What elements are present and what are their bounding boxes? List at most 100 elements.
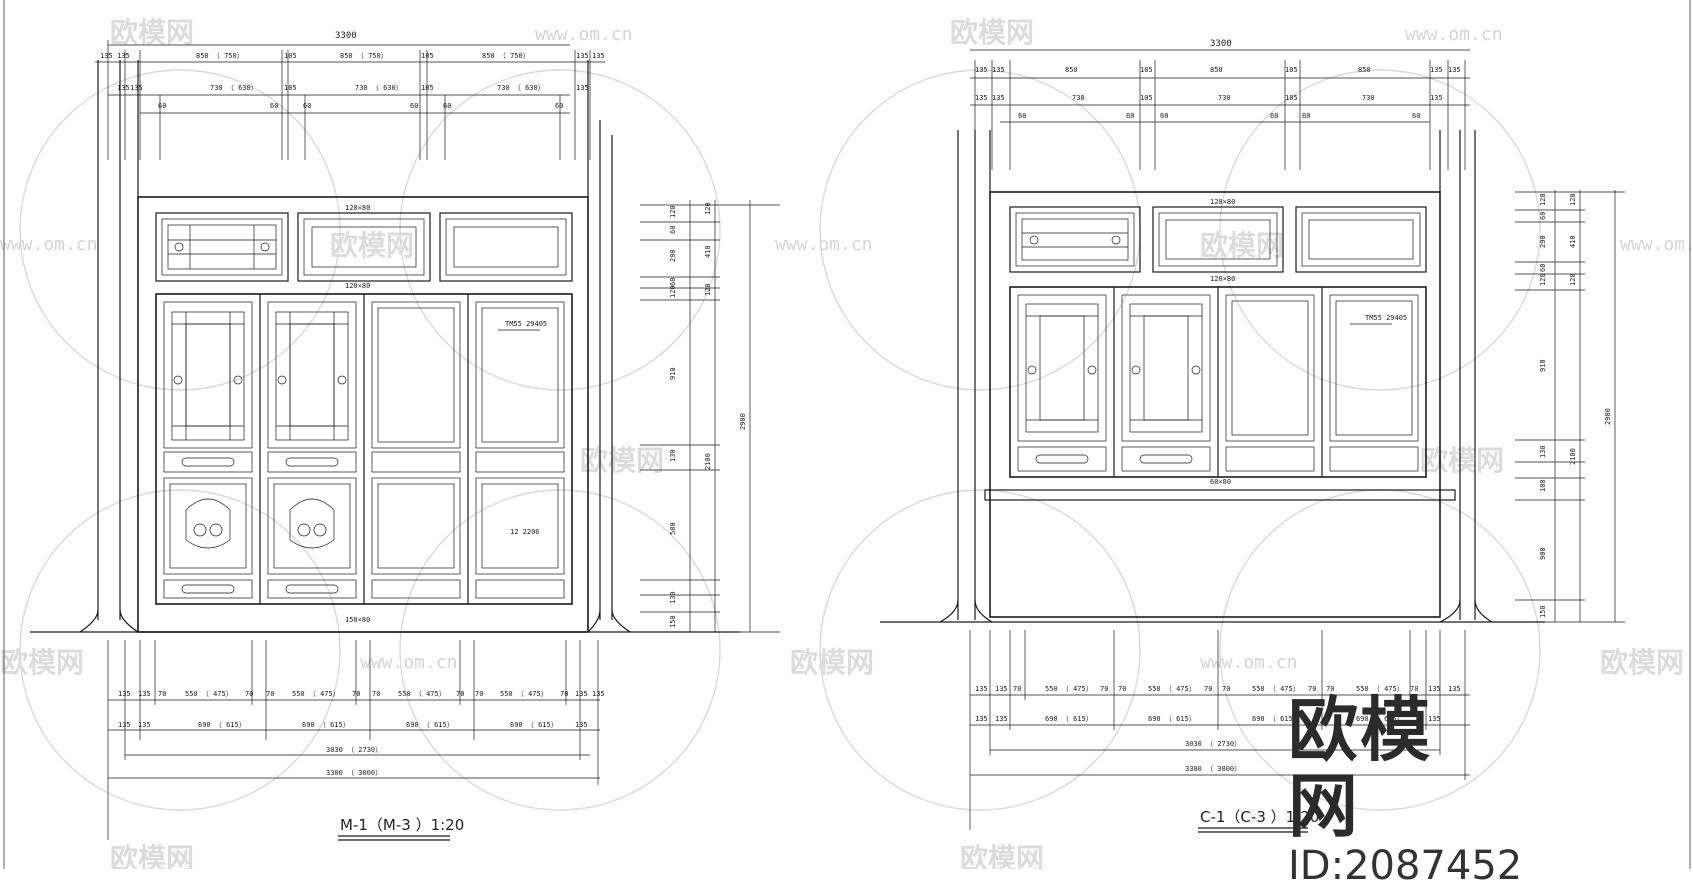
svg-text:欧模网: 欧模网 bbox=[1600, 646, 1684, 679]
svg-text:120: 120 bbox=[704, 283, 712, 296]
svg-text:690 （ 615）: 690 （ 615） bbox=[198, 721, 246, 729]
svg-text:60: 60 bbox=[270, 102, 278, 110]
svg-text:105: 105 bbox=[421, 52, 434, 60]
svg-text:910: 910 bbox=[669, 367, 677, 380]
svg-text:730 （ 630）: 730 （ 630） bbox=[210, 84, 258, 92]
svg-text:60: 60 bbox=[555, 102, 563, 110]
watermark-text: 欧模网 www.om.cn 欧模网 www.om.cn www.om.cn 欧模… bbox=[0, 16, 1693, 869]
svg-text:120: 120 bbox=[1569, 273, 1577, 286]
svg-text:120: 120 bbox=[669, 285, 677, 298]
svg-text:2100: 2100 bbox=[704, 453, 712, 470]
svg-text:135: 135 bbox=[138, 690, 151, 698]
brand-watermark-text: 欧模网 bbox=[1288, 689, 1432, 847]
svg-text:690 （ 615）: 690 （ 615） bbox=[302, 721, 350, 729]
svg-text:730 （ 630）: 730 （ 630） bbox=[497, 84, 545, 92]
svg-text:135: 135 bbox=[575, 721, 588, 729]
svg-text:70: 70 bbox=[266, 690, 274, 698]
svg-text:550 （ 475）: 550 （ 475） bbox=[185, 690, 233, 698]
svg-text:欧模网: 欧模网 bbox=[960, 842, 1044, 869]
svg-text:900: 900 bbox=[1539, 547, 1547, 560]
svg-text:730 （ 630）: 730 （ 630） bbox=[355, 84, 403, 92]
svg-text:60×80: 60×80 bbox=[1210, 478, 1231, 486]
svg-text:910: 910 bbox=[1539, 359, 1547, 372]
svg-text:105: 105 bbox=[1140, 66, 1153, 74]
svg-text:60: 60 bbox=[303, 102, 311, 110]
svg-text:2100: 2100 bbox=[1569, 448, 1577, 465]
svg-text:105: 105 bbox=[421, 84, 434, 92]
svg-text:135: 135 bbox=[992, 94, 1005, 102]
svg-text:135: 135 bbox=[592, 690, 605, 698]
left-top-total: 3300 bbox=[335, 31, 357, 41]
right-top-total: 3300 bbox=[1210, 39, 1232, 49]
svg-text:135: 135 bbox=[975, 715, 988, 723]
svg-text:290: 290 bbox=[669, 249, 677, 262]
svg-text:135: 135 bbox=[1428, 715, 1441, 723]
svg-text:135: 135 bbox=[975, 66, 988, 74]
svg-text:105: 105 bbox=[1140, 94, 1153, 102]
svg-text:135: 135 bbox=[975, 94, 988, 102]
svg-text:60: 60 bbox=[1302, 112, 1310, 120]
svg-text:60: 60 bbox=[1126, 112, 1134, 120]
svg-text:70: 70 bbox=[1222, 685, 1230, 693]
left-door-leaves: TM55 29405 12 2206 150×80 bbox=[155, 293, 573, 624]
svg-text:70: 70 bbox=[456, 690, 464, 698]
svg-text:60: 60 bbox=[669, 278, 677, 286]
brand-watermark: 欧模网 ID:2087452 bbox=[1288, 689, 1522, 888]
svg-text:70: 70 bbox=[1100, 685, 1108, 693]
svg-text:70: 70 bbox=[560, 690, 568, 698]
svg-text:135: 135 bbox=[1430, 94, 1443, 102]
svg-text:欧模网: 欧模网 bbox=[950, 16, 1034, 49]
svg-text:135: 135 bbox=[138, 721, 151, 729]
svg-text:120: 120 bbox=[704, 202, 712, 215]
left-bottom-dimensions bbox=[107, 640, 600, 840]
svg-text:105: 105 bbox=[284, 84, 297, 92]
svg-text:135: 135 bbox=[117, 84, 130, 92]
svg-text:410: 410 bbox=[1569, 235, 1577, 248]
svg-text:130: 130 bbox=[669, 591, 677, 604]
svg-text:135: 135 bbox=[1428, 685, 1441, 693]
svg-text:欧模网: 欧模网 bbox=[110, 16, 194, 49]
svg-text:135: 135 bbox=[576, 84, 589, 92]
svg-text:60: 60 bbox=[1270, 112, 1278, 120]
svg-text:550 （ 475）: 550 （ 475） bbox=[398, 690, 446, 698]
svg-text:135: 135 bbox=[995, 685, 1008, 693]
cad-drawing-canvas: .ln{stroke:#1a1a1a;stroke-width:1.2;fill… bbox=[0, 0, 1693, 869]
svg-text:690 （ 615）: 690 （ 615） bbox=[1252, 715, 1300, 723]
svg-text:60: 60 bbox=[443, 102, 451, 110]
svg-text:850: 850 bbox=[1358, 66, 1371, 74]
svg-text:290: 290 bbox=[1539, 235, 1547, 248]
svg-text:3300 （ 3000）: 3300 （ 3000） bbox=[1185, 765, 1241, 773]
svg-text:70: 70 bbox=[245, 690, 253, 698]
svg-text:60: 60 bbox=[669, 226, 677, 234]
svg-text:850: 850 bbox=[1065, 66, 1078, 74]
svg-text:730: 730 bbox=[1362, 94, 1375, 102]
svg-text:120×80: 120×80 bbox=[1210, 198, 1235, 206]
svg-text:3030 （ 2730）: 3030 （ 2730） bbox=[326, 746, 382, 754]
svg-text:欧模网: 欧模网 bbox=[1420, 444, 1504, 477]
right-drawing-title: C-1（C-3 ）1:20 bbox=[1200, 808, 1319, 826]
svg-text:135: 135 bbox=[1448, 685, 1461, 693]
svg-text:120×80: 120×80 bbox=[345, 204, 370, 212]
svg-text:120×80: 120×80 bbox=[1210, 275, 1235, 283]
svg-text:550 （ 475）: 550 （ 475） bbox=[1045, 685, 1093, 693]
svg-text:100: 100 bbox=[1539, 479, 1547, 492]
svg-text:70: 70 bbox=[158, 690, 166, 698]
svg-text:3030 （ 2730）: 3030 （ 2730） bbox=[1185, 740, 1241, 748]
svg-text:105: 105 bbox=[1285, 94, 1298, 102]
svg-text:105: 105 bbox=[284, 52, 297, 60]
svg-text:2900: 2900 bbox=[739, 413, 747, 430]
svg-text:135: 135 bbox=[576, 52, 589, 60]
svg-text:60: 60 bbox=[1160, 112, 1168, 120]
svg-text:850 （ 750）: 850 （ 750） bbox=[340, 52, 388, 60]
svg-text:150×80: 150×80 bbox=[345, 616, 370, 624]
svg-text:130: 130 bbox=[669, 449, 677, 462]
svg-text:120×80: 120×80 bbox=[345, 282, 370, 290]
svg-text:410: 410 bbox=[704, 245, 712, 258]
svg-text:12 2206: 12 2206 bbox=[510, 528, 540, 536]
svg-text:690 （ 615）: 690 （ 615） bbox=[1045, 715, 1093, 723]
svg-text:欧模网: 欧模网 bbox=[330, 229, 414, 262]
svg-text:70: 70 bbox=[1013, 685, 1021, 693]
svg-text:60: 60 bbox=[1539, 264, 1547, 272]
svg-text:欧模网: 欧模网 bbox=[790, 646, 874, 679]
svg-text:135: 135 bbox=[1430, 66, 1443, 74]
